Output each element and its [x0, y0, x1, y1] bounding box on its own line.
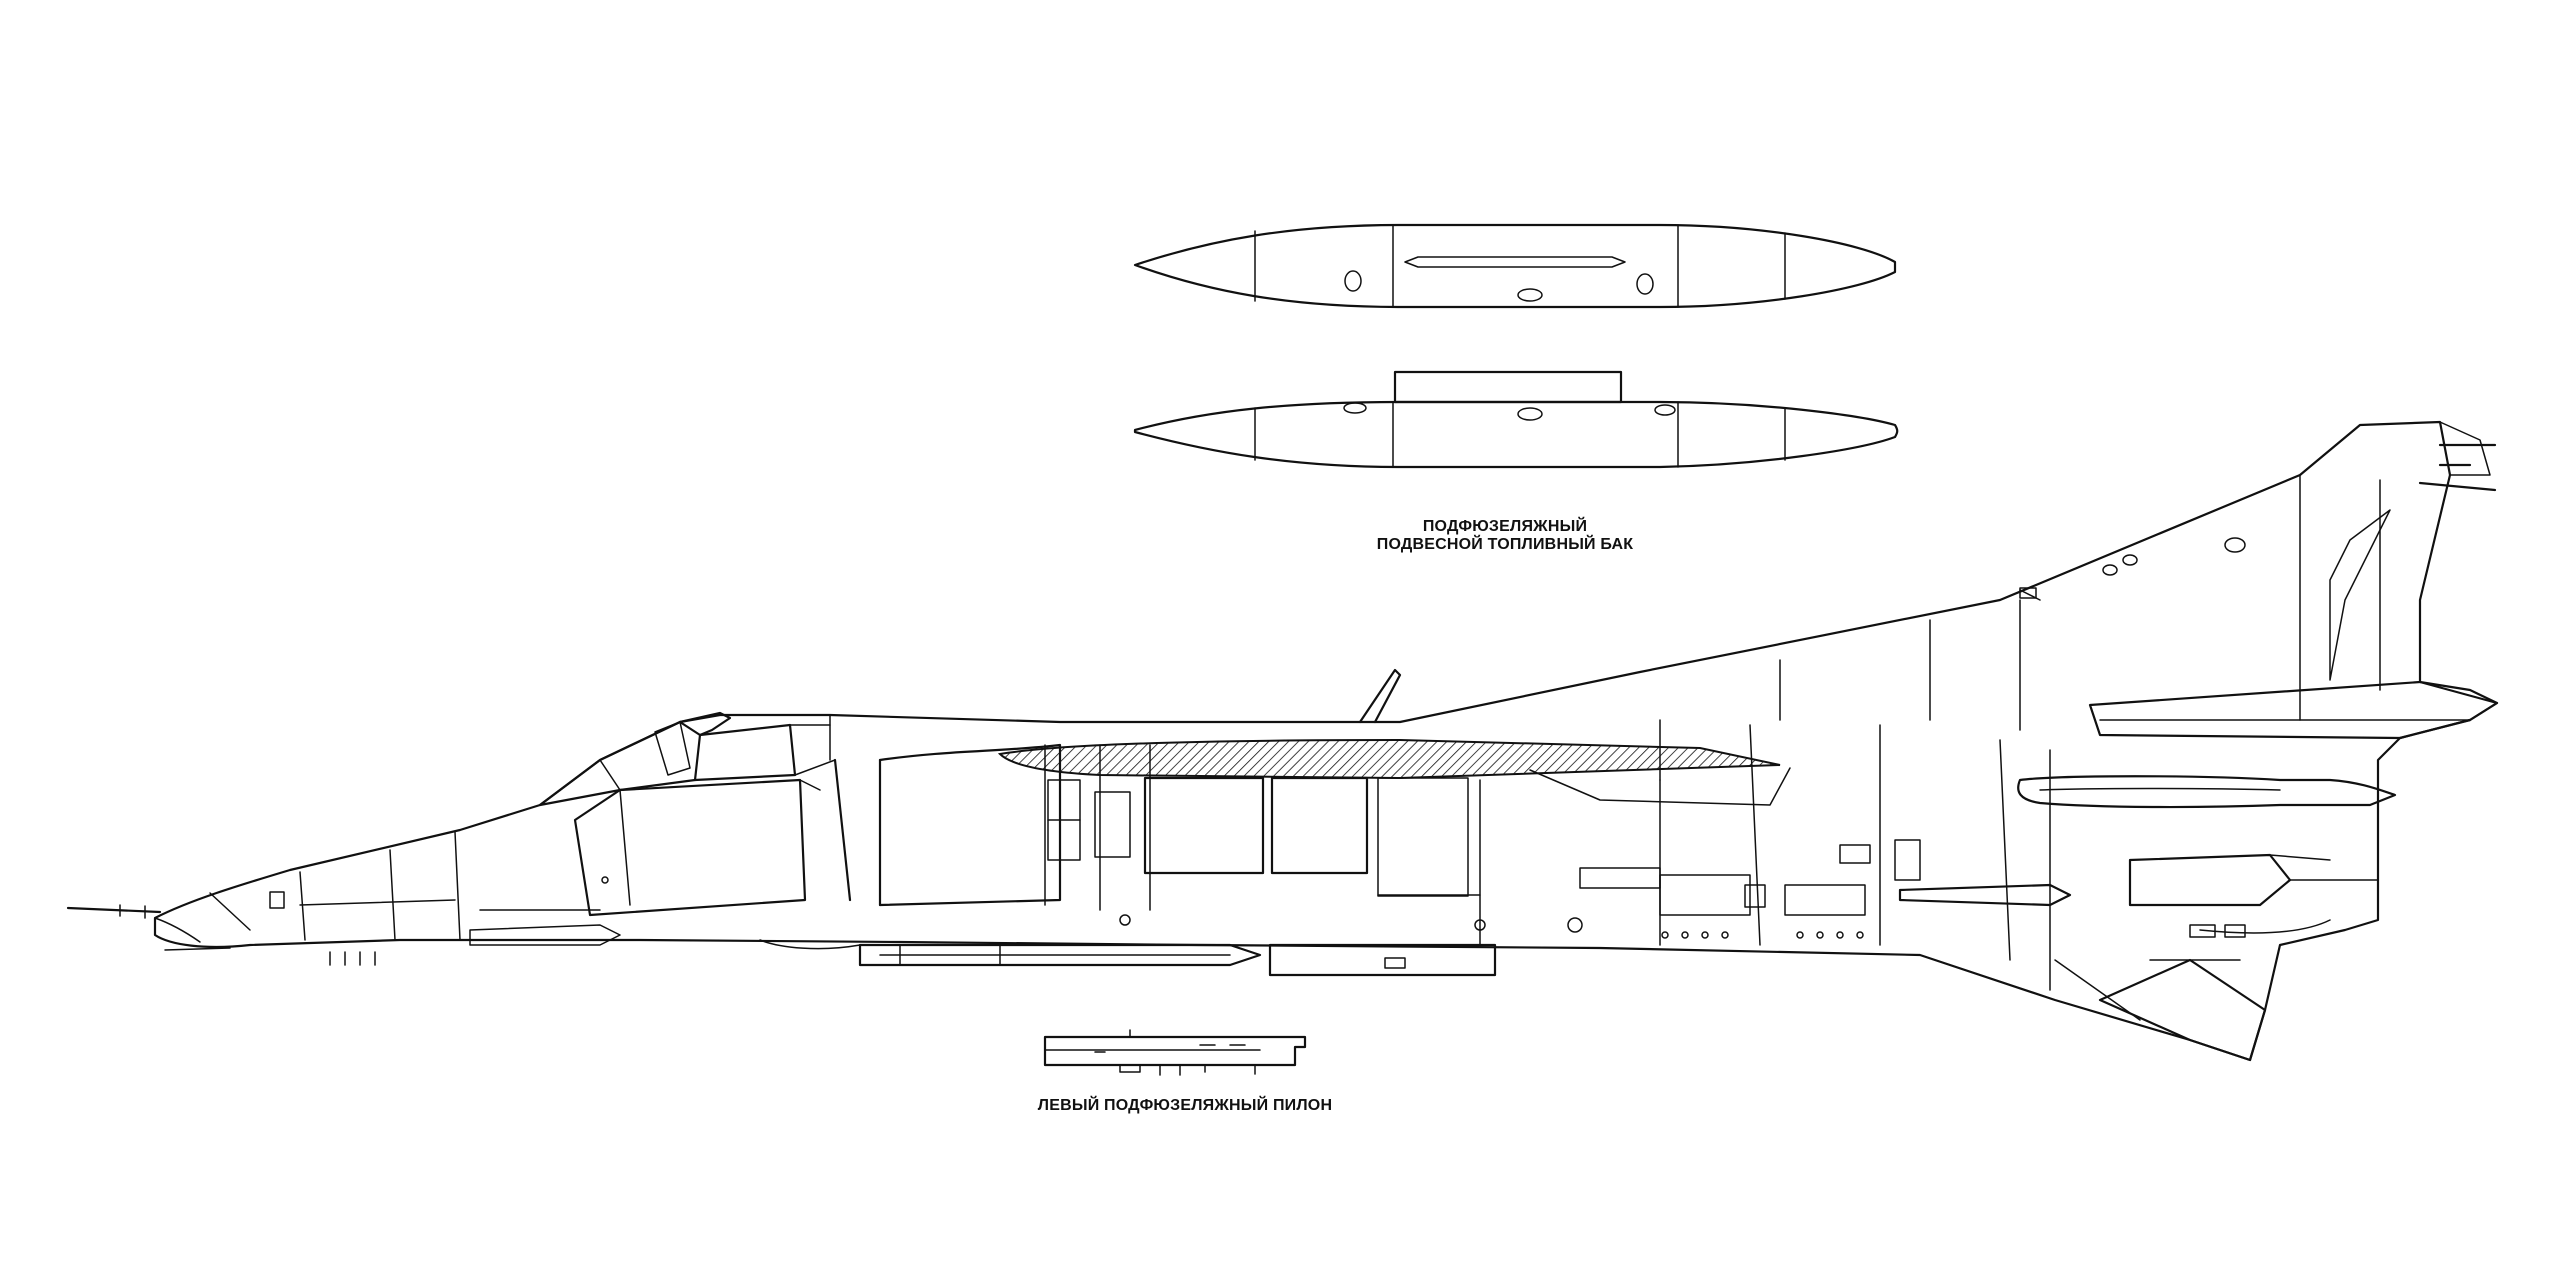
ventral-fin [2098, 958, 2267, 1062]
pylon-caption: ЛЕВЫЙ ПОДФЮЗЕЛЯЖНЫЙ ПИЛОН [1037, 1097, 1333, 1114]
under-pylon [1268, 943, 1497, 977]
horizontal-stabilizer [2088, 680, 2499, 740]
drop-tank-caption: ПОДФЮЗЕЛЯЖНЫЙ ПОДВЕСНОЙ ТОПЛИВНЫЙ БАК [1305, 518, 1705, 554]
left-underfuselage-pylon [1043, 1029, 1307, 1076]
drop-tank-side-view [1133, 370, 1899, 469]
drop-tank-top-view [1133, 223, 1897, 309]
drop-tank-caption-line1: ПОДФЮЗЕЛЯЖНЫЙ [1422, 518, 1588, 535]
vertical-tail [1999, 474, 2301, 601]
air-intake [573, 778, 807, 917]
drop-tank-caption-line2: ПОДВЕСНОЙ ТОПЛИВНЫЙ БАК [1376, 536, 1634, 553]
pitot-probe [66, 906, 162, 914]
fuselage-outline [153, 420, 2499, 1062]
aircraft-side-view [66, 420, 2499, 1062]
access-panel [1143, 776, 1265, 875]
access-panel [1270, 776, 1369, 875]
antenna-mast [1358, 668, 1402, 724]
wing-glove-hatched [997, 738, 1781, 780]
